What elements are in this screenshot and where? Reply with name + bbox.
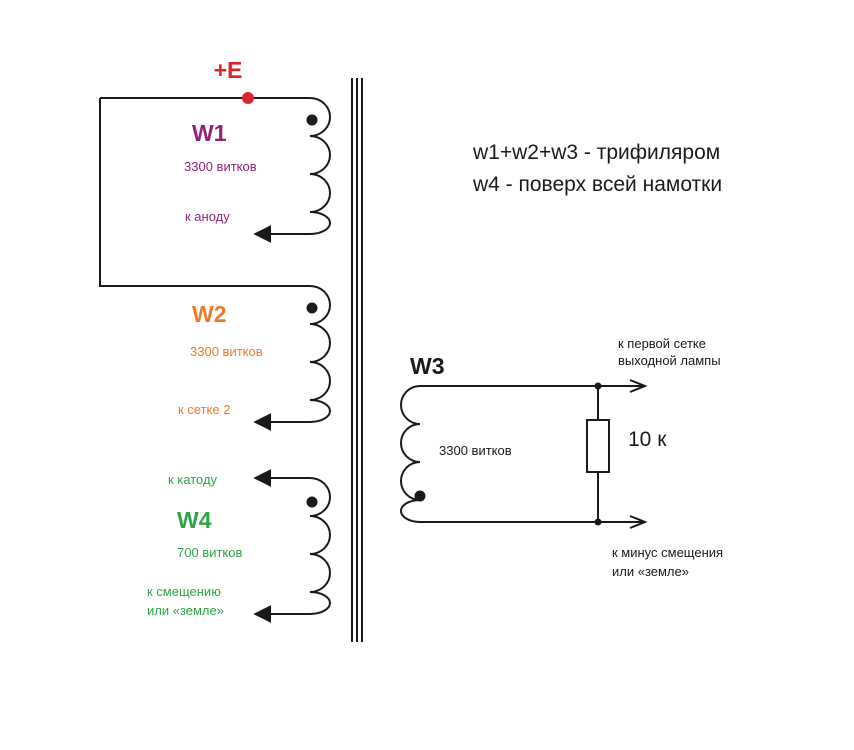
winding-w1 bbox=[99, 97, 331, 287]
w1-w2-link-wire bbox=[99, 98, 310, 287]
w1-name: W1 bbox=[192, 120, 227, 146]
w3-bottom-output-label-2: или «земле» bbox=[612, 564, 689, 579]
note-line-2: w4 - поверх всей намотки bbox=[472, 173, 722, 196]
w4-polarity-dot bbox=[306, 496, 318, 508]
w2-output-label: к сетке 2 bbox=[178, 402, 230, 417]
resistor bbox=[586, 419, 610, 473]
w3-top-output-label-1: к первой сетке bbox=[618, 336, 706, 351]
w1-coil bbox=[253, 97, 331, 243]
winding-w2 bbox=[253, 285, 331, 431]
w2-coil bbox=[253, 285, 331, 431]
w3-top-output-label-2: выходной лампы bbox=[618, 353, 721, 368]
w3-turns: 3300 витков bbox=[439, 443, 512, 458]
w1-output-label: к аноду bbox=[185, 209, 230, 224]
w4-coil bbox=[253, 469, 331, 623]
w4-bottom-output-label-1: к смещению bbox=[147, 584, 221, 599]
w1-polarity-dot bbox=[306, 114, 318, 126]
resistor-value: 10 к bbox=[628, 428, 667, 451]
w4-top-output-label: к катоду bbox=[168, 472, 218, 487]
transformer-core bbox=[351, 78, 363, 642]
w3-name: W3 bbox=[410, 353, 445, 379]
w4-bottom-output-label-2: или «земле» bbox=[147, 603, 224, 618]
w3-coil bbox=[400, 385, 645, 523]
w3-bottom-arrow bbox=[629, 515, 648, 529]
winding-w3 bbox=[400, 379, 648, 529]
w3-polarity-dot bbox=[414, 490, 426, 502]
w2-polarity-dot bbox=[306, 302, 318, 314]
w4-turns: 700 витков bbox=[177, 545, 242, 560]
w4-name: W4 bbox=[177, 507, 212, 533]
w3-bottom-output-label-1: к минус смещения bbox=[612, 545, 723, 560]
supply-node bbox=[242, 92, 254, 104]
w2-turns: 3300 витков bbox=[190, 344, 263, 359]
supply-label: +E bbox=[214, 57, 243, 83]
winding-w4 bbox=[253, 469, 331, 623]
w1-turns: 3300 витков bbox=[184, 159, 257, 174]
w3-top-arrow bbox=[629, 379, 648, 393]
note-line-1: w1+w2+w3 - трифиляром bbox=[472, 141, 720, 164]
w2-name: W2 bbox=[192, 301, 227, 327]
